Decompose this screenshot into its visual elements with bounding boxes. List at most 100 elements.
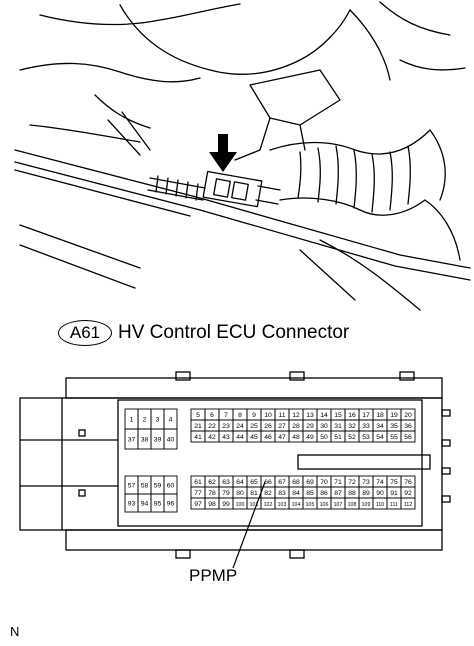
pin-number: 24 xyxy=(236,423,244,430)
pin-number: 38 xyxy=(141,437,149,444)
pin-number: 87 xyxy=(334,490,342,497)
pin-number: 89 xyxy=(362,490,370,497)
pin-number: 111 xyxy=(390,502,398,508)
pin-number: 34 xyxy=(376,423,384,430)
pin-number: 49 xyxy=(306,434,314,441)
pin-number: 10 xyxy=(264,412,272,419)
pin-cell xyxy=(400,430,416,443)
pin-number: 1 xyxy=(130,417,134,424)
pin-number: 45 xyxy=(250,434,258,441)
connector-title: A61 HV Control ECU Connector xyxy=(58,318,349,348)
pin-callout-label: PPMP xyxy=(189,566,238,585)
pin-number: 81 xyxy=(250,490,258,497)
pin-number: 55 xyxy=(390,434,398,441)
pin-number: 51 xyxy=(334,434,342,441)
pin-number: 84 xyxy=(292,490,300,497)
pin-number: 30 xyxy=(320,423,328,430)
figure-code: N xyxy=(10,624,20,639)
pin-number: 26 xyxy=(264,423,272,430)
pin-number: 39 xyxy=(154,437,162,444)
pin-number: 41 xyxy=(194,434,202,441)
pin-number: 96 xyxy=(167,501,175,508)
pin-number: 52 xyxy=(348,434,356,441)
pin-number: 66 xyxy=(264,479,272,486)
pin-number: 7 xyxy=(224,412,228,419)
pin-number: 17 xyxy=(362,412,370,419)
pin-number: 71 xyxy=(334,479,342,486)
pin-number: 75 xyxy=(390,479,398,486)
pin-number: 21 xyxy=(194,423,202,430)
pin-number: 48 xyxy=(292,434,300,441)
pin-number: 12 xyxy=(292,412,300,419)
pin-number: 88 xyxy=(348,490,356,497)
down-arrow-icon xyxy=(209,134,237,172)
pin-number: 27 xyxy=(278,423,286,430)
pin-number: 19 xyxy=(390,412,398,419)
pin-number: 40 xyxy=(167,437,175,444)
pin-number: 82 xyxy=(264,490,272,497)
pin-number: 104 xyxy=(292,502,301,508)
pin-number: 35 xyxy=(390,423,398,430)
pin-number: 65 xyxy=(250,479,258,486)
pin-number: 110 xyxy=(376,502,384,508)
pin-number: 13 xyxy=(306,412,314,419)
pin-number: 61 xyxy=(194,479,202,486)
pin-number: 103 xyxy=(278,502,287,508)
pin-number: 59 xyxy=(154,483,162,490)
pin-number: 77 xyxy=(194,490,202,497)
pin-number: 98 xyxy=(208,501,216,508)
pin-number: 14 xyxy=(320,412,328,419)
pin-number: 33 xyxy=(362,423,370,430)
pin-number: 44 xyxy=(236,434,244,441)
pin-number: 57 xyxy=(128,483,136,490)
pin-number: 22 xyxy=(208,423,216,430)
pin-number: 95 xyxy=(154,501,162,508)
pin-number: 93 xyxy=(128,501,136,508)
pin-number: 101 xyxy=(250,502,259,508)
pin-number: 102 xyxy=(264,502,273,508)
pin-number: 6 xyxy=(210,412,214,419)
pin-number: 3 xyxy=(156,417,160,424)
pin-number: 16 xyxy=(348,412,356,419)
pin-number: 73 xyxy=(362,479,370,486)
pin-number: 5 xyxy=(196,412,200,419)
pin-number: 91 xyxy=(390,490,398,497)
pin-number: 56 xyxy=(404,434,412,441)
pin-number: 79 xyxy=(222,490,230,497)
pin-number: 97 xyxy=(194,501,202,508)
pin-number: 37 xyxy=(128,437,136,444)
pin-number: 68 xyxy=(292,479,300,486)
pin-number: 78 xyxy=(208,490,216,497)
pin-number: 2 xyxy=(143,417,147,424)
pin-number: 20 xyxy=(404,412,412,419)
pin-number: 28 xyxy=(292,423,300,430)
pin-number: 46 xyxy=(264,434,272,441)
pin-number: 53 xyxy=(362,434,370,441)
pin-number: 60 xyxy=(167,483,175,490)
pin-number: 105 xyxy=(306,502,315,508)
pin-number: 11 xyxy=(278,412,285,419)
pin-number: 4 xyxy=(169,417,173,424)
engine-bay-illustration xyxy=(14,1,471,311)
pin-number: 85 xyxy=(306,490,314,497)
pin-cell xyxy=(163,428,178,450)
pin-number: 70 xyxy=(320,479,328,486)
pin-number: 64 xyxy=(236,479,244,486)
pin-number: 94 xyxy=(141,501,149,508)
pin-number: 112 xyxy=(404,502,412,508)
pin-number: 67 xyxy=(278,479,286,486)
pin-number: 80 xyxy=(236,490,244,497)
pin-number: 83 xyxy=(278,490,286,497)
pin-number: 90 xyxy=(376,490,384,497)
pin-number: 18 xyxy=(376,412,384,419)
pin-number: 36 xyxy=(404,423,412,430)
pin-number: 62 xyxy=(208,479,216,486)
pin-number: 86 xyxy=(320,490,328,497)
pin-number: 9 xyxy=(252,412,256,419)
pin-number: 23 xyxy=(222,423,230,430)
pin-number: 25 xyxy=(250,423,258,430)
pin-number: 107 xyxy=(334,502,343,508)
pin-number: 109 xyxy=(362,502,371,508)
pin-number: 43 xyxy=(222,434,230,441)
